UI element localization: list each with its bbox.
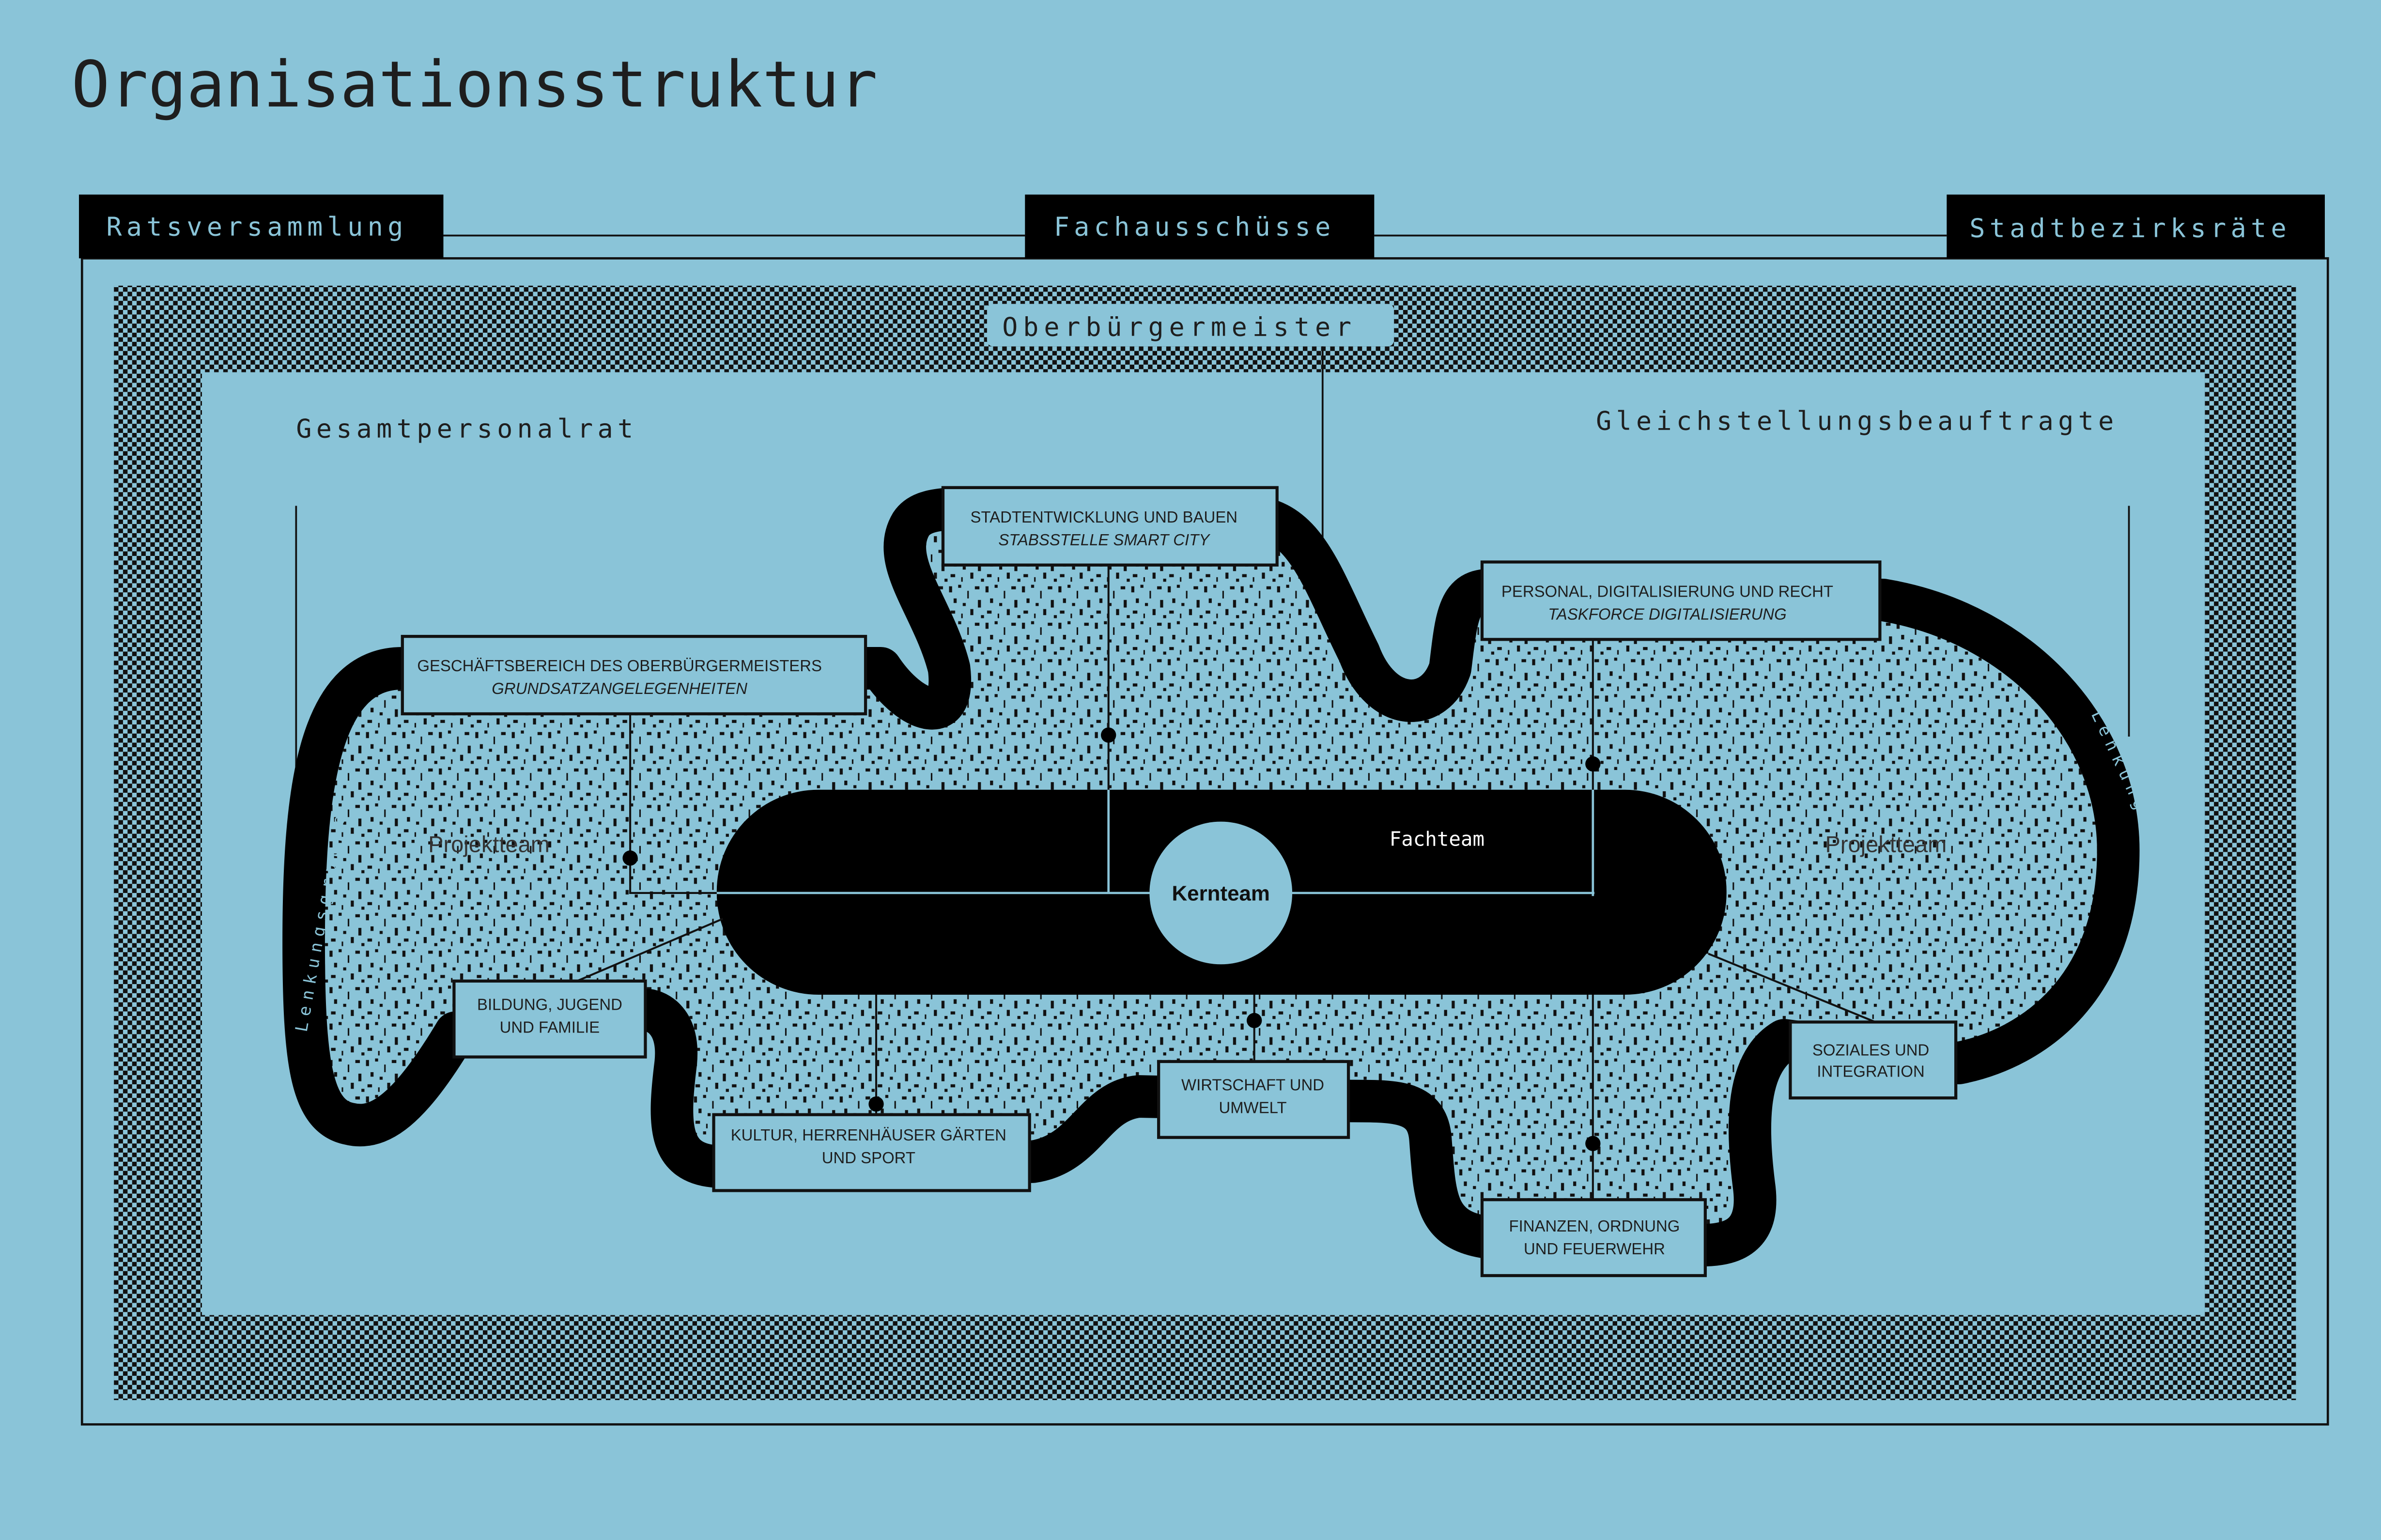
tab-ratsversammlung[interactable]: Ratsversammlung [79,194,444,259]
department-social[interactable]: SOZIALES UND INTEGRATION [1789,1020,1958,1100]
department-title: STADTENTWICKLUNG UND BAUEN [971,508,1238,526]
department-mayor-office[interactable]: GESCHÄFTSBEREICH DES OBERBÜRGERMEISTERS … [401,634,867,716]
department-culture[interactable]: KULTUR, HERRENHÄUSER GÄRTEN UND SPORT [712,1113,1031,1192]
core-team-label: Kernteam [1172,882,1270,906]
tab-fachausschuesse[interactable]: Fachausschüsse [1025,194,1375,259]
tab-label: Stadtbezirksräte [1969,214,2291,244]
department-education[interactable]: BILDUNG, JUGEND UND FAMILIE [452,979,647,1059]
tab-label: Fachausschüsse [1054,212,1335,242]
department-subtitle: STABSSTELLE SMART CITY [998,531,1210,549]
department-title-2: UND FAMILIE [500,1018,600,1036]
mayor-label: Oberbürgermeister [1002,312,1357,342]
department-title-2: INTEGRATION [1817,1062,1924,1080]
department-title: WIRTSCHAFT UND [1181,1076,1324,1094]
department-economy[interactable]: WIRTSCHAFT UND UMWELT [1157,1060,1350,1139]
expert-team-label: Fachteam [1390,828,1484,851]
tab-label: Ratsversammlung [106,212,407,242]
department-subtitle: TASKFORCE DIGITALISIERUNG [1548,605,1786,623]
staff-council-label: Gesamtpersonalrat [296,414,637,444]
department-title: FINANZEN, ORDNUNG [1509,1217,1680,1235]
department-title: KULTUR, HERRENHÄUSER GÄRTEN [731,1126,1006,1144]
department-title-2: UND FEUERWEHR [1524,1240,1665,1258]
connector-dots [622,727,1789,1151]
department-title-2: UMWELT [1219,1099,1286,1117]
core-team-circle[interactable] [1149,821,1293,965]
department-title-2: UND SPORT [822,1149,915,1167]
department-personnel[interactable]: PERSONAL, DIGITALISIERUNG UND RECHT TASK… [1480,560,1882,641]
department-finance[interactable]: FINANZEN, ORDNUNG UND FEUERWEHR [1480,1198,1707,1278]
department-title: BILDUNG, JUGEND [477,995,622,1013]
project-team-right-label: Projektteam [1825,831,1947,857]
tab-stadtbezirksraete[interactable]: Stadtbezirksräte [1947,194,2325,259]
project-team-left-label: Projektteam [428,831,550,857]
page-title: Organisationsstruktur [71,48,878,122]
department-subtitle: GRUNDSATZANGELEGENHEITEN [492,679,747,697]
department-title: SOZIALES UND [1812,1041,1929,1059]
department-urban-development[interactable]: STADTENTWICKLUNG UND BAUEN STABSSTELLE S… [941,486,1279,567]
department-title: GESCHÄFTSBEREICH DES OBERBÜRGERMEISTERS [417,657,822,675]
department-title: PERSONAL, DIGITALISIERUNG UND RECHT [1501,583,1833,601]
equality-officer-label: Gleichstellungsbeauftragte [1596,406,2118,436]
